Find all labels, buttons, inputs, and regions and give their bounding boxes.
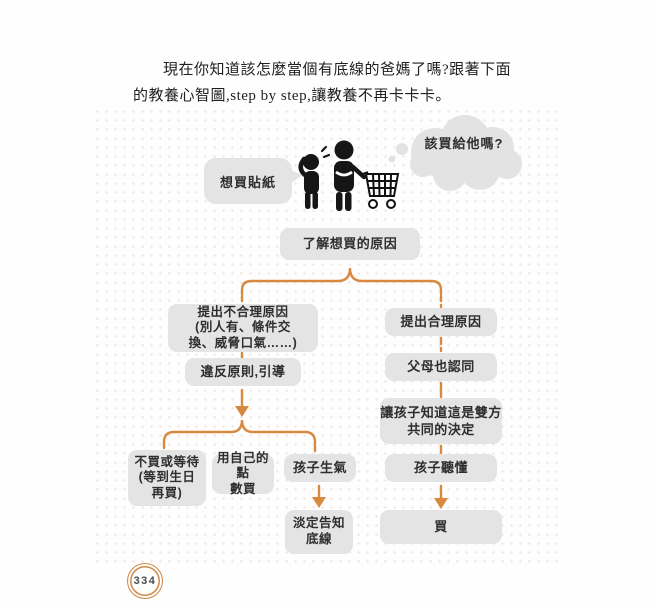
flow-node-child-angry: 孩子生氣	[284, 454, 356, 482]
speech-bubble-text: 想買貼紙	[219, 174, 276, 190]
flow-node-calmly-state-limit: 淡定告知 底線	[285, 510, 353, 554]
adult-icon	[334, 140, 367, 211]
sweat-drops-icon	[320, 145, 331, 159]
flow-node-dont-buy-or-wait: 不買或等待 (等到生日 再買)	[128, 450, 206, 506]
flow-node-parents-agree: 父母也認同	[385, 353, 497, 381]
page-number: 334	[133, 575, 157, 587]
flow-node-root: 了解想買的原因	[280, 228, 420, 260]
child-icon	[298, 154, 319, 209]
thought-bubble	[388, 115, 522, 191]
flow-node-reasonable-reason: 提出合理原因	[385, 308, 497, 336]
flow-node-unreasonable-reason: 提出不合理原因 (別人有、條件交 換、威脅口氣……)	[168, 304, 318, 352]
figures-illustration	[298, 140, 400, 211]
speech-bubble-tail-icon	[291, 170, 303, 183]
flow-node-violates-principle: 違反原則,引導	[185, 358, 301, 386]
intro-paragraph: 現在你知道該怎麼當個有底線的爸媽了嗎?跟著下面的教養心智圖,step by st…	[133, 62, 512, 104]
thought-bubble-text: 該買給他嗎?	[424, 136, 504, 151]
flow-node-child-understands: 孩子聽懂	[385, 454, 497, 482]
thought-trail-dot	[388, 155, 396, 163]
page-number-badge: 334	[127, 563, 163, 599]
flow-node-mutual-decision: 讓孩子知道這是雙方 共同的決定	[380, 398, 502, 444]
speech-bubble: 想買貼紙	[204, 158, 292, 204]
flow-node-use-own-points: 用自己的點 數買	[212, 451, 274, 496]
shopping-cart-icon	[359, 171, 400, 209]
flow-node-buy: 買	[380, 510, 502, 544]
thought-trail-dot	[396, 143, 408, 155]
